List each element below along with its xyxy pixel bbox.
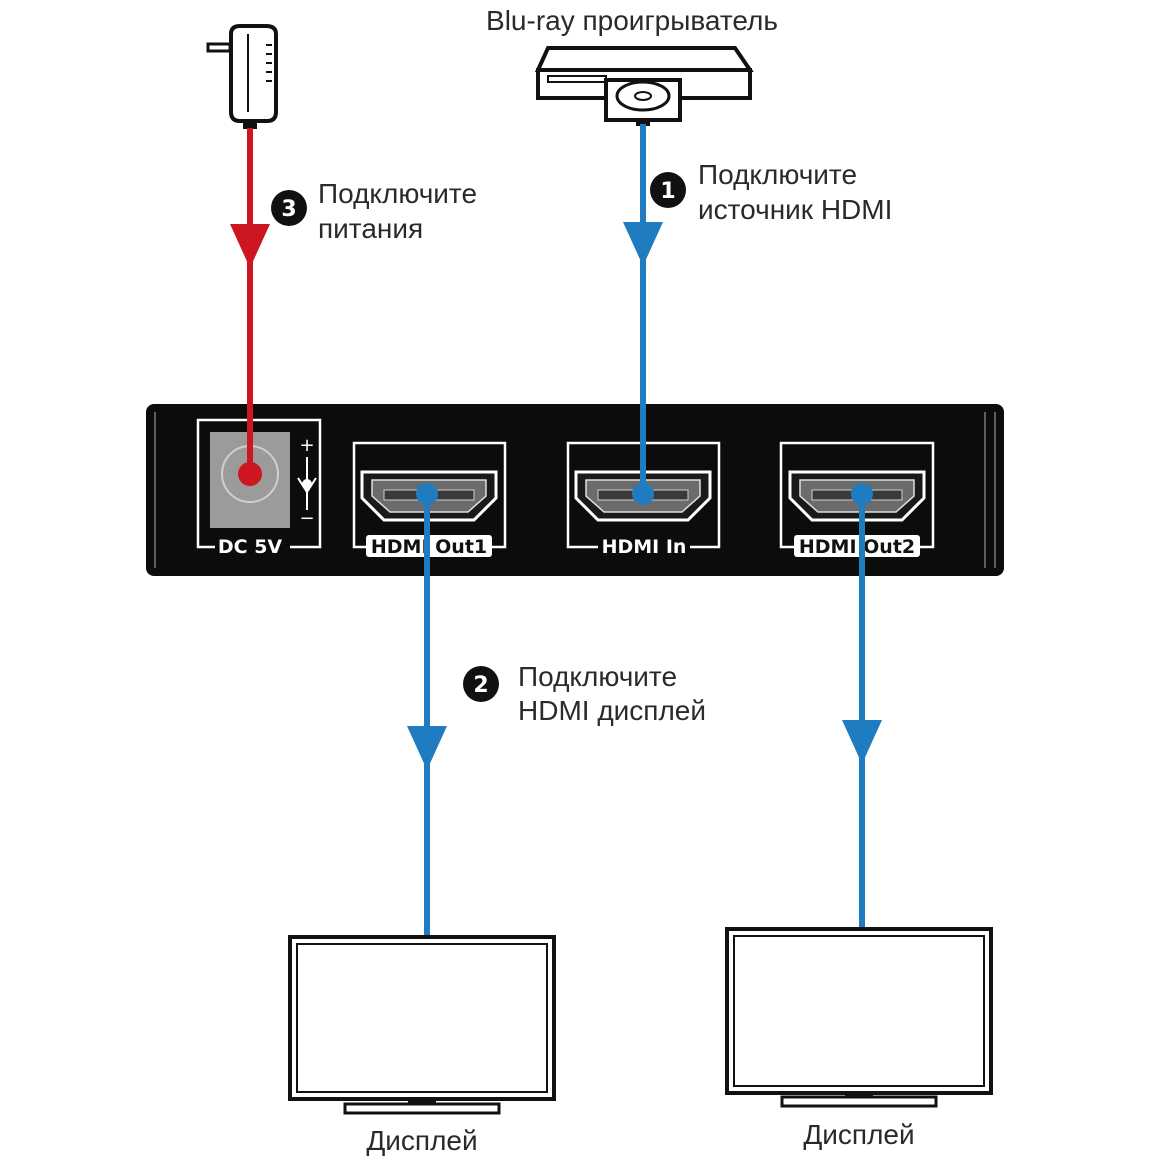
- step-2-badge: [463, 666, 499, 702]
- step-3-number: 3: [281, 197, 296, 222]
- bluray-player-icon: [534, 46, 754, 122]
- source-hdmi-cable: [623, 120, 663, 505]
- out1-hdmi-cable: [407, 483, 447, 935]
- step-1-badge: [650, 172, 686, 208]
- step-2-annotation: 2 Подключите HDMI дисплей: [463, 661, 706, 726]
- source-label: Blu-ray проигрыватель: [486, 5, 778, 36]
- step-1-line2: источник HDMI: [698, 194, 892, 225]
- tv-display-icon: [288, 935, 556, 1115]
- hdmi-in-label: HDMI In: [602, 536, 687, 558]
- hdmi-out2-port: HDMI Out2: [779, 441, 935, 558]
- display-2-label: Дисплей: [803, 1119, 914, 1150]
- step-3-line2: питания: [318, 213, 423, 244]
- step-3-badge: [271, 190, 307, 226]
- dc-port-label: DC 5V: [218, 536, 283, 558]
- step-1-line1: Подключите: [698, 159, 857, 190]
- hdmi-out2-label: HDMI Out2: [799, 536, 915, 558]
- polarity-symbol-icon: [297, 457, 317, 510]
- power-adapter-icon: [206, 24, 278, 129]
- step-1-number: 1: [660, 179, 675, 204]
- display-1-label: Дисплей: [366, 1125, 477, 1156]
- dc-polarity-minus: −: [299, 508, 314, 529]
- step-3-annotation: 3 Подключите питания: [271, 178, 477, 244]
- step-1-annotation: 1 Подключите источник HDMI: [650, 159, 892, 225]
- step-2-number: 2: [473, 673, 488, 698]
- step-2-line2: HDMI дисплей: [518, 695, 706, 726]
- step-3-line1: Подключите: [318, 178, 477, 209]
- step-2-line1: Подключите: [518, 661, 677, 692]
- dc-polarity-plus: +: [299, 435, 314, 456]
- power-cable: [230, 128, 270, 486]
- out2-hdmi-cable: [842, 483, 882, 929]
- tv-display-icon: [725, 927, 993, 1108]
